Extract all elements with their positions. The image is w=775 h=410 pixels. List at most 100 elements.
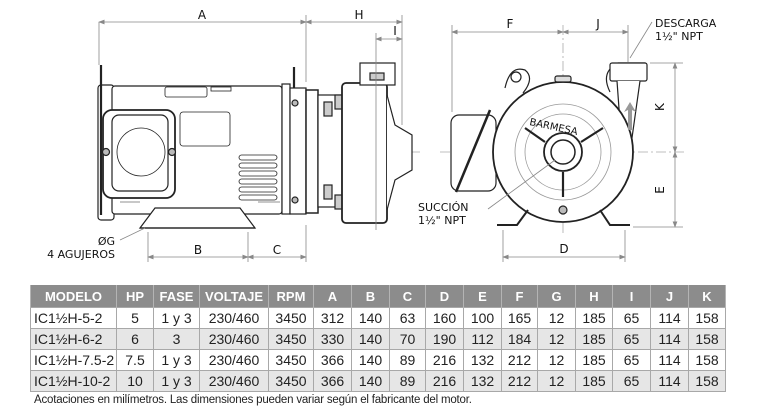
value-cell-e: 132 <box>463 349 502 371</box>
column-header-voltaje: VOLTAJE <box>199 285 269 308</box>
value-cell-voltaje: 230/460 <box>199 307 269 329</box>
dim-label-d: D <box>559 242 568 256</box>
value-cell-e: 132 <box>463 370 502 392</box>
value-cell-rpm: 3450 <box>268 328 314 350</box>
suction-size: 1½" NPT <box>418 214 466 227</box>
value-cell-fase: 1 y 3 <box>153 370 200 392</box>
value-cell-hp: 7.5 <box>116 349 154 371</box>
hole-note-diameter: ØG <box>98 235 115 248</box>
value-cell-j: 114 <box>650 307 689 329</box>
value-cell-d: 190 <box>425 328 464 350</box>
dim-label-i: I <box>393 24 397 38</box>
value-cell-fase: 1 y 3 <box>153 349 200 371</box>
value-cell-rpm: 3450 <box>268 370 314 392</box>
dim-label-h: H <box>354 8 363 22</box>
value-cell-a: 366 <box>313 349 352 371</box>
dim-label-f: F <box>507 17 514 31</box>
suction-label: SUCCIÓN <box>418 201 469 214</box>
column-header-g: G <box>537 285 576 308</box>
model-cell: IC1½H-5-2 <box>30 307 117 329</box>
value-cell-k: 158 <box>688 370 726 392</box>
value-cell-f: 184 <box>501 328 538 350</box>
discharge-label: DESCARGA <box>655 17 717 30</box>
value-cell-b: 140 <box>351 328 390 350</box>
value-cell-i: 65 <box>612 349 651 371</box>
value-cell-k: 158 <box>688 349 726 371</box>
column-header-rpm: RPM <box>268 285 314 308</box>
value-cell-rpm: 3450 <box>268 349 314 371</box>
value-cell-a: 366 <box>313 370 352 392</box>
column-header-e: E <box>463 285 502 308</box>
value-cell-hp: 10 <box>116 370 154 392</box>
column-header-i: I <box>612 285 651 308</box>
column-header-c: C <box>389 285 426 308</box>
column-header-d: D <box>425 285 464 308</box>
column-header-a: A <box>313 285 352 308</box>
value-cell-g: 12 <box>537 370 576 392</box>
value-cell-fase: 3 <box>153 328 200 350</box>
value-cell-voltaje: 230/460 <box>199 370 269 392</box>
value-cell-j: 114 <box>650 370 689 392</box>
column-header-fase: FASE <box>153 285 200 308</box>
value-cell-c: 63 <box>389 307 426 329</box>
value-cell-h: 185 <box>575 328 613 350</box>
dim-label-b: B <box>194 243 202 257</box>
model-cell: IC1½H-10-2 <box>30 370 117 392</box>
value-cell-rpm: 3450 <box>268 307 314 329</box>
hole-note-count: 4 AGUJEROS <box>47 248 115 261</box>
value-cell-j: 114 <box>650 328 689 350</box>
pump-technical-drawing: A H I B C ØG 4 AGUJEROS <box>47 8 717 262</box>
value-cell-c: 89 <box>389 349 426 371</box>
value-cell-c: 89 <box>389 370 426 392</box>
column-header-j: J <box>650 285 689 308</box>
value-cell-h: 185 <box>575 370 613 392</box>
discharge-size: 1½" NPT <box>655 30 703 43</box>
value-cell-k: 158 <box>688 307 726 329</box>
dim-label-j: J <box>595 17 600 31</box>
dim-label-k: K <box>653 102 667 111</box>
column-header-hp: HP <box>116 285 154 308</box>
value-cell-fase: 1 y 3 <box>153 307 200 329</box>
dim-label-c: C <box>273 243 281 257</box>
value-cell-f: 212 <box>501 370 538 392</box>
dim-label-e: E <box>653 186 667 194</box>
column-header-modelo: MODELO <box>30 285 117 308</box>
value-cell-k: 158 <box>688 328 726 350</box>
value-cell-voltaje: 230/460 <box>199 328 269 350</box>
value-cell-b: 140 <box>351 349 390 371</box>
value-cell-j: 114 <box>650 349 689 371</box>
value-cell-e: 112 <box>463 328 502 350</box>
column-header-k: K <box>688 285 726 308</box>
value-cell-d: 216 <box>425 349 464 371</box>
value-cell-b: 140 <box>351 370 390 392</box>
value-cell-e: 100 <box>463 307 502 329</box>
value-cell-h: 185 <box>575 307 613 329</box>
dim-label-a: A <box>198 8 207 22</box>
model-cell: IC1½H-7.5-2 <box>30 349 117 371</box>
value-cell-d: 216 <box>425 370 464 392</box>
value-cell-g: 12 <box>537 349 576 371</box>
value-cell-i: 65 <box>612 307 651 329</box>
value-cell-h: 185 <box>575 349 613 371</box>
value-cell-g: 12 <box>537 328 576 350</box>
value-cell-voltaje: 230/460 <box>199 349 269 371</box>
value-cell-hp: 6 <box>116 328 154 350</box>
value-cell-a: 330 <box>313 328 352 350</box>
side-view <box>97 62 420 229</box>
value-cell-i: 65 <box>612 328 651 350</box>
value-cell-a: 312 <box>313 307 352 329</box>
model-cell: IC1½H-6-2 <box>30 328 117 350</box>
value-cell-d: 160 <box>425 307 464 329</box>
value-cell-c: 70 <box>389 328 426 350</box>
column-header-b: B <box>351 285 390 308</box>
value-cell-b: 140 <box>351 307 390 329</box>
column-header-h: H <box>575 285 613 308</box>
value-cell-hp: 5 <box>116 307 154 329</box>
column-header-f: F <box>501 285 538 308</box>
footnote: Acotaciones en milímetros. Las dimension… <box>34 394 472 406</box>
value-cell-f: 165 <box>501 307 538 329</box>
